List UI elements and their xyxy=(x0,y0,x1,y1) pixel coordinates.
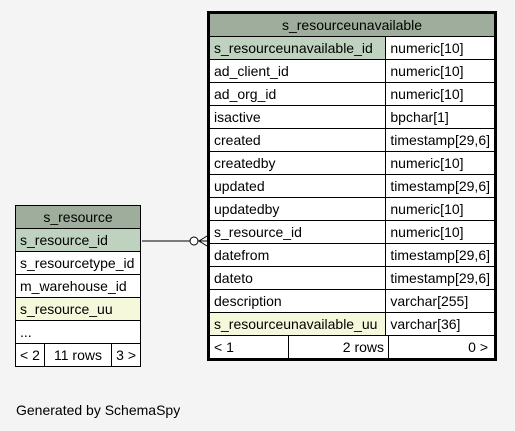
column-name: s_resource_uu xyxy=(15,297,141,321)
column-type: numeric[10] xyxy=(385,59,496,83)
column-type: timestamp[29,6] xyxy=(385,243,496,267)
column-type: timestamp[29,6] xyxy=(385,128,496,152)
footer-prev-link[interactable]: < 1 xyxy=(210,336,289,358)
column-name: isactive xyxy=(207,105,387,129)
column-name: s_resourceunavailable_uu xyxy=(207,312,387,336)
footer-row-count: 11 rows xyxy=(45,344,113,366)
column-type: numeric[10] xyxy=(385,82,496,106)
table-title: s_resourceunavailable xyxy=(208,12,496,37)
column-name: s_resourceunavailable_id xyxy=(207,36,387,60)
column-name: created xyxy=(207,128,387,152)
footer-next-link[interactable]: 3 > xyxy=(116,347,136,363)
column-name: ad_org_id xyxy=(207,82,387,106)
footer-prev-link[interactable]: < 2 xyxy=(16,344,45,366)
column-type: varchar[36] xyxy=(385,312,496,336)
table-row[interactable]: ... xyxy=(15,320,141,344)
footer-next-link[interactable]: 0 > xyxy=(468,339,488,355)
column-name: s_resourcetype_id xyxy=(15,251,141,275)
column-name: s_resource_id xyxy=(207,220,387,244)
column-type: numeric[10] xyxy=(385,36,496,60)
column-type: bpchar[1] xyxy=(385,105,496,129)
zero-optionality-circle xyxy=(189,236,199,246)
column-type: numeric[10] xyxy=(385,197,496,221)
column-name: datefrom xyxy=(207,243,387,267)
column-name: description xyxy=(207,289,387,313)
column-name: updatedby xyxy=(207,197,387,221)
crowfoot-upper xyxy=(198,235,208,242)
column-type: numeric[10] xyxy=(385,220,496,244)
column-type: timestamp[29,6] xyxy=(385,174,496,198)
column-name: createdby xyxy=(207,151,387,175)
column-type: timestamp[29,6] xyxy=(385,266,496,290)
table-row[interactable]: s_resource_uu xyxy=(15,297,141,321)
table-row[interactable]: s_resource_id xyxy=(15,228,141,252)
table-row[interactable]: m_warehouse_id xyxy=(15,274,141,298)
column-name: updated xyxy=(207,174,387,198)
table-title: s_resource xyxy=(15,205,141,229)
column-name: ad_client_id xyxy=(207,59,387,83)
column-type: varchar[255] xyxy=(385,289,496,313)
table-row[interactable]: s_resourcetype_id xyxy=(15,251,141,275)
column-type: numeric[10] xyxy=(385,151,496,175)
crowfoot-lower xyxy=(198,240,208,247)
column-name: ... xyxy=(15,320,141,344)
column-name: m_warehouse_id xyxy=(15,274,141,298)
column-name: dateto xyxy=(207,266,387,290)
generated-by-credit: Generated by SchemaSpy xyxy=(16,402,181,418)
footer-row-count: 2 rows xyxy=(289,336,389,358)
column-name: s_resource_id xyxy=(15,228,141,252)
